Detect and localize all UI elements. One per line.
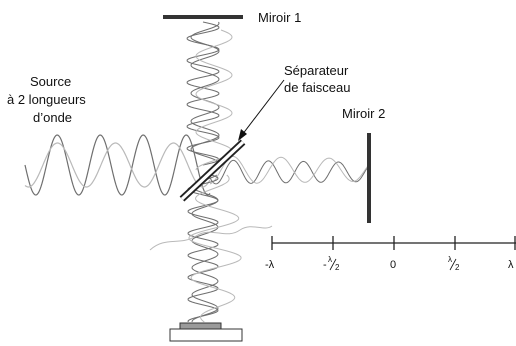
wave-group (24, 21, 369, 323)
scale-label-half: λ 2 (448, 255, 460, 272)
arm2-wave-1 (209, 159, 369, 185)
source-wave-2 (24, 142, 211, 188)
source-wave-1 (24, 134, 211, 196)
scale-label-zero: 0 (390, 259, 396, 271)
splitter-arrow (238, 79, 285, 141)
splitter-label-line1: Séparateur (284, 63, 349, 78)
source-label-line1: Source (30, 74, 71, 89)
out-wave-2 (191, 174, 219, 323)
arm1-wave-3 (195, 29, 233, 171)
svg-text:λ: λ (328, 255, 332, 264)
scale-label-lambda: λ (508, 259, 514, 271)
svg-text:2: 2 (455, 263, 460, 272)
mirror-2-label: Miroir 2 (342, 106, 385, 121)
scale-label-minus-lambda: -λ (265, 259, 275, 271)
out-wave-1 (187, 174, 219, 323)
mirror-1 (163, 15, 243, 19)
source-label-line2: à 2 longueurs (7, 92, 86, 107)
mirror-2 (367, 133, 371, 223)
ghost-wave (149, 225, 273, 251)
svg-text:-: - (323, 259, 327, 271)
arm1-wave-2 (190, 21, 220, 166)
out-wave-3 (188, 174, 242, 323)
svg-text:2: 2 (335, 263, 340, 272)
splitter-label-line2: de faisceau (284, 80, 351, 95)
wavelength-scale: -λ - λ 2 0 λ 2 λ (265, 236, 516, 272)
beam-splitter (179, 139, 246, 202)
mirror-1-label: Miroir 1 (258, 10, 301, 25)
svg-text:λ: λ (448, 255, 452, 264)
source-label-line3: d’onde (33, 110, 72, 125)
detector (169, 322, 243, 342)
arm2-wave-2 (209, 155, 369, 185)
scale-label-minus-half: - λ 2 (323, 255, 340, 272)
